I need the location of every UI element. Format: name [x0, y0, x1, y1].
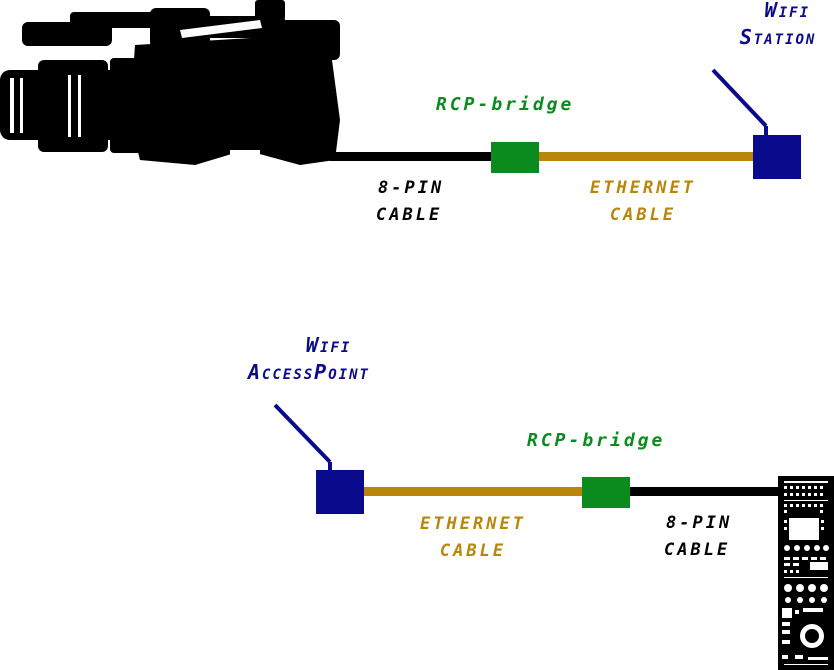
camera-silhouette-icon: [0, 0, 340, 165]
top-pin-cable-label: 8-PIN CABLE: [376, 180, 444, 224]
bottom-wifi-box: [316, 470, 364, 514]
top-pin-cable-line1: 8-PIN: [378, 178, 445, 198]
bottom-pin-cable-label: 8-PIN CABLE: [664, 515, 732, 559]
bottom-wifi-label-line1: Wifi: [306, 333, 352, 357]
top-wifi-label-line2: Station: [739, 25, 817, 49]
bottom-ethernet-cable-label: ETHERNET CABLE: [406, 516, 540, 560]
bottom-pin-cable-line2: CABLE: [664, 540, 731, 560]
top-bridge-label: RCP-bridge: [436, 94, 575, 115]
top-bridge-box: [491, 142, 539, 173]
bottom-pin-cable-line1: 8-PIN: [666, 513, 733, 533]
bottom-bridge-label: RCP-bridge: [527, 430, 666, 451]
bottom-wifi-label: Wifi AccessPoint: [248, 335, 428, 382]
bottom-bridge-box: [582, 477, 630, 508]
top-pin-cable: [330, 152, 495, 161]
bottom-ethernet-cable: [364, 487, 584, 496]
rcp-panel-icon: [778, 476, 834, 670]
bottom-ethernet-cable-line1: ETHERNET: [420, 514, 526, 534]
top-wifi-label: Wifi Station: [722, 0, 834, 47]
top-wifi-label-line1: Wifi: [764, 0, 810, 22]
top-ethernet-cable-label: ETHERNET CABLE: [576, 180, 710, 224]
antenna-icon: [711, 68, 768, 137]
top-ethernet-cable-line2: CABLE: [609, 205, 677, 225]
top-wifi-box: [753, 135, 801, 179]
bottom-ethernet-cable-line2: CABLE: [439, 541, 507, 561]
antenna-icon: [273, 403, 332, 472]
bottom-pin-cable: [630, 487, 780, 496]
bottom-wifi-label-line2: AccessPoint: [248, 360, 370, 384]
top-ethernet-cable-line1: ETHERNET: [590, 178, 696, 198]
top-ethernet-cable: [539, 152, 755, 161]
top-pin-cable-line2: CABLE: [376, 205, 443, 225]
